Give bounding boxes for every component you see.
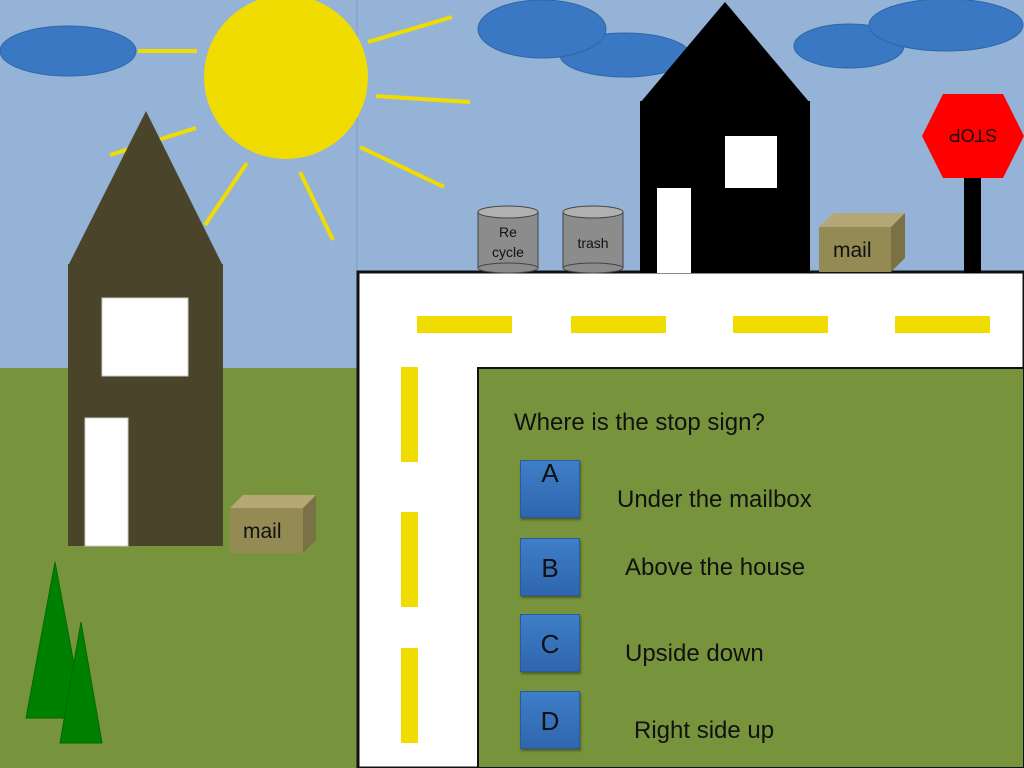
mailbox-right-label: mail	[833, 239, 872, 262]
answer-c-text[interactable]: Upside down	[625, 640, 764, 667]
answer-b-text[interactable]: Above the house	[625, 554, 806, 581]
answer-d-text[interactable]: Right side up	[634, 717, 775, 744]
black-house	[640, 2, 810, 273]
stop-sign	[922, 94, 1024, 273]
answer-a-button[interactable]: A	[520, 460, 580, 518]
trash-can	[562, 205, 624, 274]
answer-b-button[interactable]: B	[520, 538, 580, 596]
answer-a-text[interactable]: Under the mailbox	[617, 486, 812, 513]
mailbox-left-label: mail	[243, 520, 282, 543]
brown-house	[68, 111, 223, 547]
stop-sign-text: STOP	[948, 125, 998, 145]
mailbox-right	[819, 213, 905, 272]
trees	[25, 561, 103, 744]
sun	[204, 0, 368, 159]
question-text: Where is the stop sign?	[514, 409, 765, 436]
trash-can-label: trash	[577, 235, 609, 251]
answer-c-button[interactable]: C	[520, 614, 580, 672]
mailbox-left	[230, 495, 316, 553]
clouds	[0, 0, 1024, 78]
recycle-can	[477, 205, 539, 274]
answer-d-button[interactable]: D	[520, 691, 580, 749]
